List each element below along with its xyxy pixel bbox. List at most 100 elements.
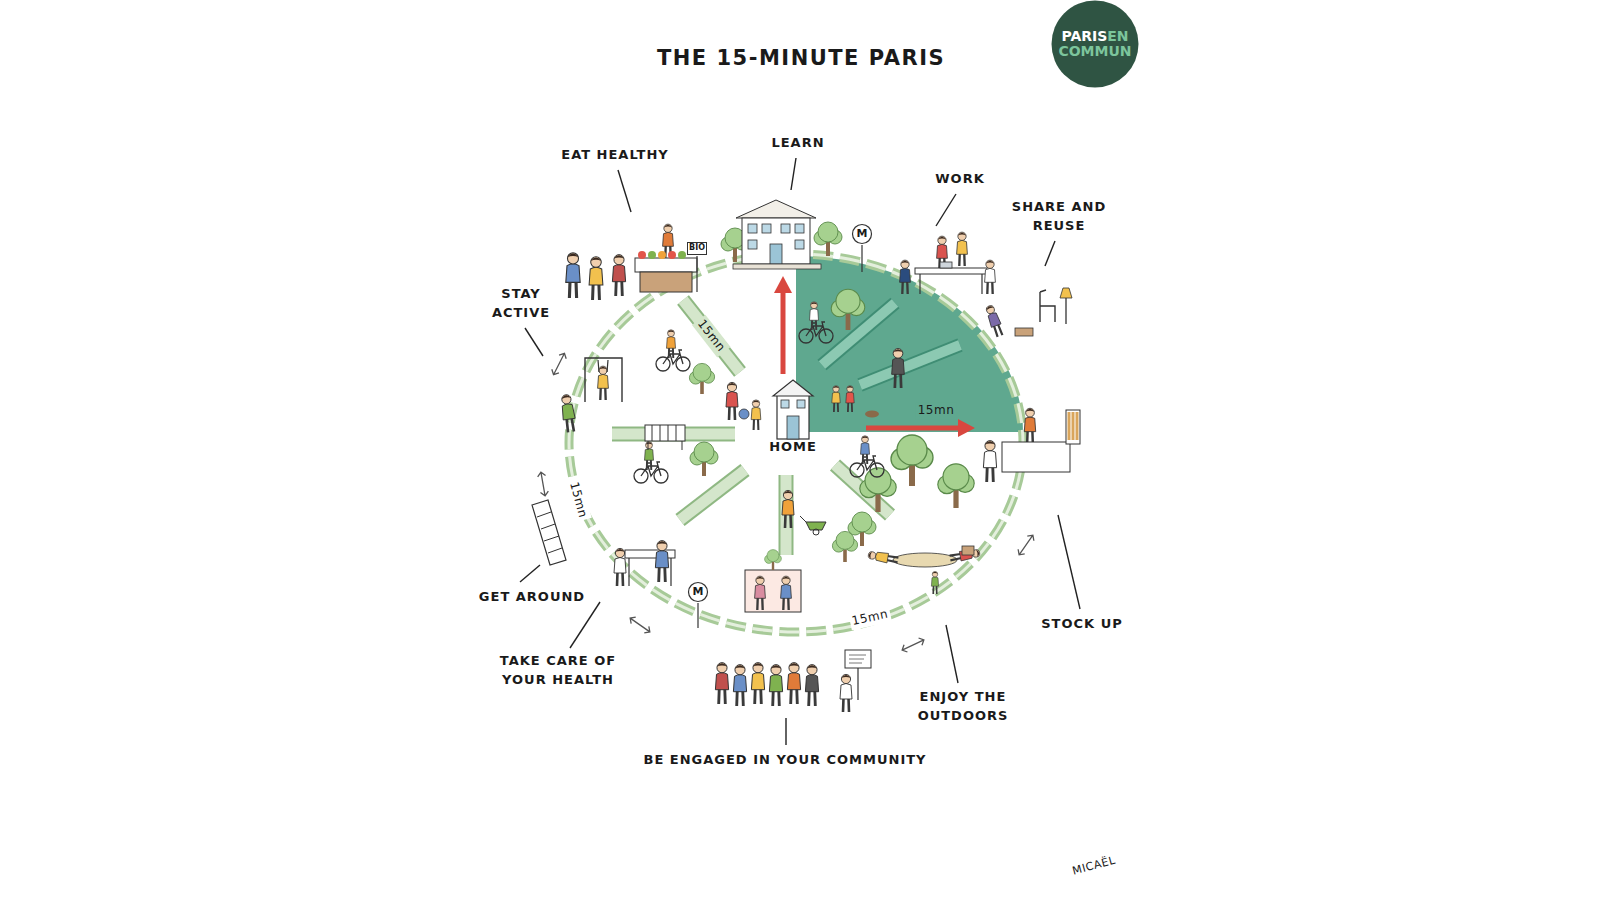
stage <box>745 570 801 612</box>
school-yard <box>733 264 821 269</box>
window <box>795 240 804 249</box>
work-table <box>915 268 987 274</box>
double-arrow <box>550 351 568 376</box>
dog <box>865 411 879 418</box>
node-label: COMMUN <box>1058 44 1131 59</box>
title: THE 15-MINUTE PARIS <box>657 46 945 70</box>
resident <box>715 663 728 704</box>
red-arrow-line <box>781 292 786 374</box>
lamp-stem <box>1065 298 1066 324</box>
market-stall <box>635 258 697 272</box>
tree <box>938 464 974 508</box>
resident <box>805 665 818 706</box>
baguette <box>1068 412 1071 440</box>
leader-line <box>618 170 631 212</box>
wheel <box>813 529 819 535</box>
baguette <box>1072 412 1075 440</box>
sign-post <box>697 603 698 628</box>
notice-board <box>845 650 871 668</box>
node-shape <box>688 242 707 254</box>
activity-label: BE ENGAGED IN YOUR COMMUNITY <box>641 751 928 770</box>
house-wall <box>777 394 809 439</box>
escalator <box>532 500 566 565</box>
child <box>846 386 854 412</box>
crate <box>640 272 692 292</box>
leader-line <box>785 718 786 745</box>
shopper <box>589 257 603 300</box>
node-label: EN <box>1107 28 1128 44</box>
produce <box>658 251 666 259</box>
lamp-shade <box>1060 288 1072 298</box>
ring-band <box>569 254 1023 632</box>
school-building <box>742 218 810 264</box>
worker <box>957 232 968 266</box>
node-text: M <box>693 586 704 598</box>
cyclist <box>810 302 819 330</box>
logo-badge: PARISENCOMMUN <box>1051 0 1139 88</box>
node-label: BIO <box>689 243 705 252</box>
resident <box>840 674 852 712</box>
resting-person <box>868 550 899 565</box>
cyclist <box>645 442 654 470</box>
window <box>762 224 771 233</box>
activity-label: STAY ACTIVE <box>480 285 562 323</box>
activity-label: STOCK UP <box>1039 615 1125 634</box>
spoke-band <box>683 300 740 372</box>
table-leg <box>919 274 920 294</box>
activity-label: ENJOY THE OUTDOORS <box>906 688 1020 726</box>
arm <box>607 360 608 372</box>
worker <box>985 260 996 294</box>
sign-post <box>696 256 697 292</box>
parent <box>726 382 738 420</box>
arm <box>598 360 599 372</box>
leader-line <box>1058 515 1080 609</box>
activity-label: LEARN <box>769 134 826 153</box>
red-arrow-head <box>958 419 975 437</box>
cyclist <box>861 436 870 464</box>
resident <box>787 663 800 704</box>
sign-post <box>861 245 862 272</box>
node-text: HOME <box>769 440 817 454</box>
customer <box>983 441 996 482</box>
distance-label: 15mn <box>564 478 591 522</box>
school-door <box>770 244 782 264</box>
window <box>748 224 757 233</box>
produce <box>668 251 676 259</box>
double-arrow <box>537 471 549 496</box>
spokes <box>612 300 960 555</box>
laptop <box>940 262 952 268</box>
resident <box>751 663 764 704</box>
tree <box>689 363 714 394</box>
foosball-rods <box>648 425 682 450</box>
spoke-band <box>680 470 745 520</box>
cyclist <box>667 330 676 358</box>
spoke-edge <box>680 470 745 520</box>
activity-label: EAT HEALTHY <box>559 146 670 165</box>
produce <box>678 251 686 259</box>
chair <box>1040 290 1055 322</box>
doctor <box>614 548 626 586</box>
foosball-table <box>645 425 685 441</box>
spoke-edge <box>860 345 960 385</box>
distance-label: 15mn <box>692 315 731 358</box>
shopper <box>612 255 625 296</box>
home-building: HOME <box>769 376 817 455</box>
node-shape <box>853 225 872 244</box>
repairer <box>984 304 1005 338</box>
table-leg <box>981 274 982 294</box>
window <box>797 400 805 408</box>
leader-line <box>936 194 956 226</box>
tree <box>832 531 857 562</box>
worker <box>900 260 911 294</box>
activity-label: GET AROUND <box>477 588 587 607</box>
leader-line <box>570 602 600 648</box>
escalator-steps <box>537 512 562 553</box>
stroller <box>739 409 749 419</box>
signature: MICAËL <box>1069 852 1120 880</box>
metro-sign: M <box>852 224 872 244</box>
performer <box>781 576 792 610</box>
window <box>795 224 804 233</box>
walker <box>782 490 794 528</box>
tree <box>690 442 718 476</box>
leader-line <box>1045 241 1055 266</box>
